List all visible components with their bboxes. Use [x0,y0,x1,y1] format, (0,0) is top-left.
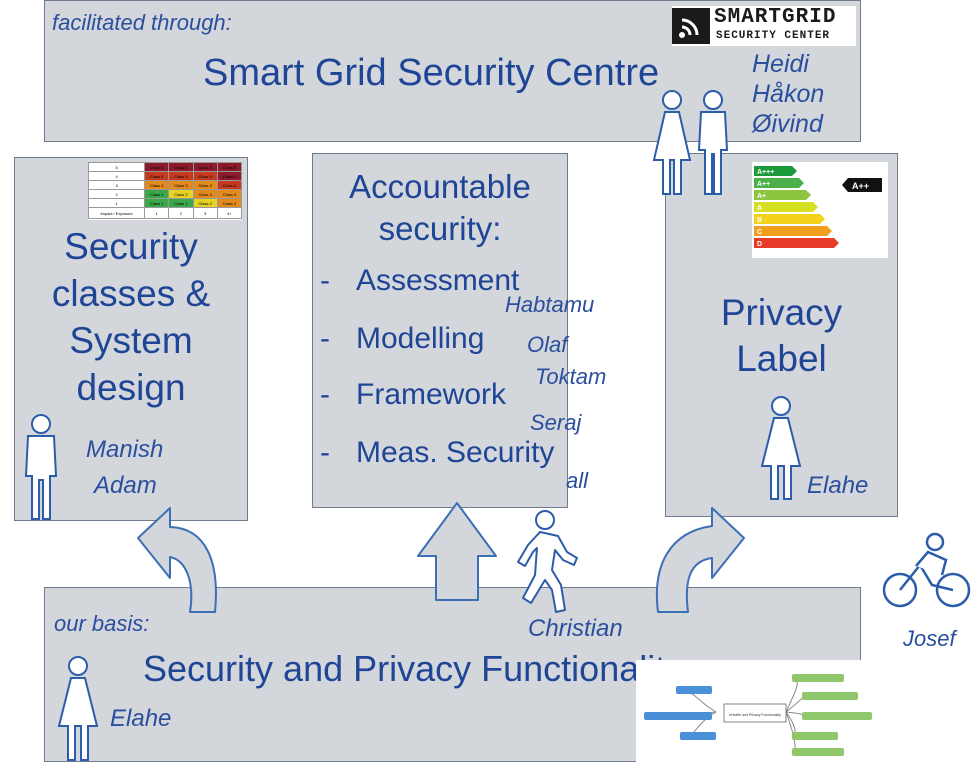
item-assessment: Assessment [356,264,520,297]
energy-class-label: A+++ [757,169,774,176]
energy-class-label: A [757,205,762,212]
table-cell: 4+ [216,207,243,219]
energy-class-label: A++ [757,181,770,188]
female-person-icon [57,656,99,761]
top-subtitle: facilitated through: [52,10,232,35]
energy-bar [754,190,811,200]
logo-text-2: SECURITY CENTER [716,30,831,42]
bottom-subtitle: our basis: [54,611,150,636]
mindmap-thumbnail: eHealth and Privacy Functionality [636,660,876,762]
top-title: Smart Grid Security Centre [203,52,660,94]
left-title-line-3: System [69,320,193,361]
person-name-oivind: Øivind [752,110,823,138]
person-name-adam: Adam [94,472,157,499]
energy-bar [754,166,797,176]
person-name-seraj: Seraj [530,410,582,435]
energy-class-label: D [757,241,762,248]
smartgrid-logo: SMARTGRID SECURITY CENTER [672,6,856,46]
energy-bar [754,238,839,248]
energy-class-label: C [757,229,762,236]
energy-bar [754,202,818,212]
female-person-icon [652,90,692,195]
bullet-dash: - [320,378,330,411]
bullet-dash: - [320,436,330,469]
right-title-line-1: Privacy [720,292,843,333]
female-person-icon [760,396,802,500]
table-cell: Impact / Exposure [87,207,146,219]
person-name-hakon: Håkon [752,80,825,108]
energy-bar [754,226,832,236]
energy-class-label: A+ [757,193,766,200]
male-person-icon [697,90,729,195]
wifi-logo-icon [672,8,710,44]
person-name-olaf: Olaf [527,332,568,357]
mindmap-center-text: eHealth and Privacy Functionality [729,713,781,717]
curved-arrow-left [137,507,217,613]
energy-rating-text: A++ [852,181,869,191]
bullet-dash: - [320,322,330,355]
male-person-icon [24,414,58,520]
left-title-line-1: Security [64,226,198,267]
person-name-elahe-right: Elahe [807,472,869,499]
runner-icon [517,510,578,613]
table-cell: 2 [168,207,194,219]
person-name-toktam: Toktam [535,364,607,389]
person-name-christian: Christian [528,615,623,642]
item-meas-security: Meas. Security [356,436,555,469]
up-arrow-middle [417,502,497,601]
label-all: all [566,468,589,493]
item-framework: Framework [356,378,507,411]
bottom-title: Security and Privacy Functionality [143,648,684,689]
item-modelling: Modelling [356,322,485,355]
energy-rating-tag [842,178,882,192]
left-title-line-4: design [76,367,186,408]
person-name-heidi: Heidi [752,50,809,78]
middle-title-line-1: Accountable [349,168,531,205]
energy-class-label: B [757,217,762,224]
cyclist-icon [882,532,971,608]
middle-title-line-2: security: [378,210,502,247]
table-cell: 3 [192,207,218,219]
person-name-habtamu: Habtamu [505,292,595,317]
person-name-josef: Josef [903,626,956,651]
energy-bar [754,214,825,224]
curved-arrow-right [656,507,745,613]
person-name-elahe-bottom: Elahe [110,705,172,732]
left-title-line-2: classes & [51,273,211,314]
right-title-line-2: Label [736,338,827,379]
bullet-dash: - [320,264,330,297]
person-name-manish: Manish [86,436,164,463]
middle-box [312,153,568,508]
energy-bar [754,178,804,188]
logo-text-1: SMARTGRID [714,6,837,29]
